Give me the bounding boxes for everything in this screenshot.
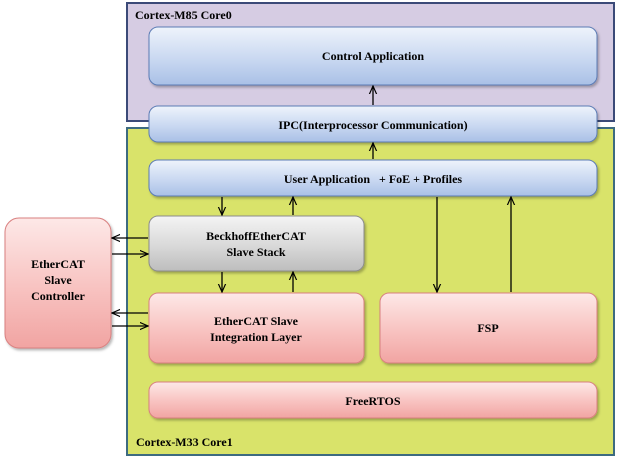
ipc-box: IPC(Interprocessor Communication) [148,105,598,143]
integration-layer-box: EtherCAT Slave Integration Layer [148,292,365,364]
freertos-label: FreeRTOS [345,394,400,408]
user-application-label: User Application + FoE + Profiles [284,172,463,186]
connector-arrows [112,86,511,326]
freertos-box: FreeRTOS [148,381,598,419]
slave-stack-label-line1: BeckhoffEtherCAT [206,229,306,243]
controller-label-line2: Slave [44,273,72,287]
control-application-box: Control Application [148,26,598,86]
integration-layer-label-line2: Integration Layer [210,330,302,344]
fsp-box: FSP [379,292,598,364]
controller-label-line1: EtherCAT [31,257,85,271]
control-application-label: Control Application [322,49,424,63]
core1-label: Cortex-M33 Core1 [136,435,233,449]
core0-label: Cortex-M85 Core0 [135,8,232,22]
slave-stack-box: BeckhoffEtherCAT Slave Stack [148,215,365,272]
slave-stack-label-line2: Slave Stack [226,245,285,259]
user-application-box: User Application + FoE + Profiles [148,159,598,197]
integration-layer-label-line1: EtherCAT Slave [214,314,299,328]
slave-controller-box: EtherCAT Slave Controller [4,217,112,349]
fsp-label: FSP [477,321,498,335]
ipc-label: IPC(Interprocessor Communication) [278,118,467,132]
controller-label-line3: Controller [31,289,85,303]
